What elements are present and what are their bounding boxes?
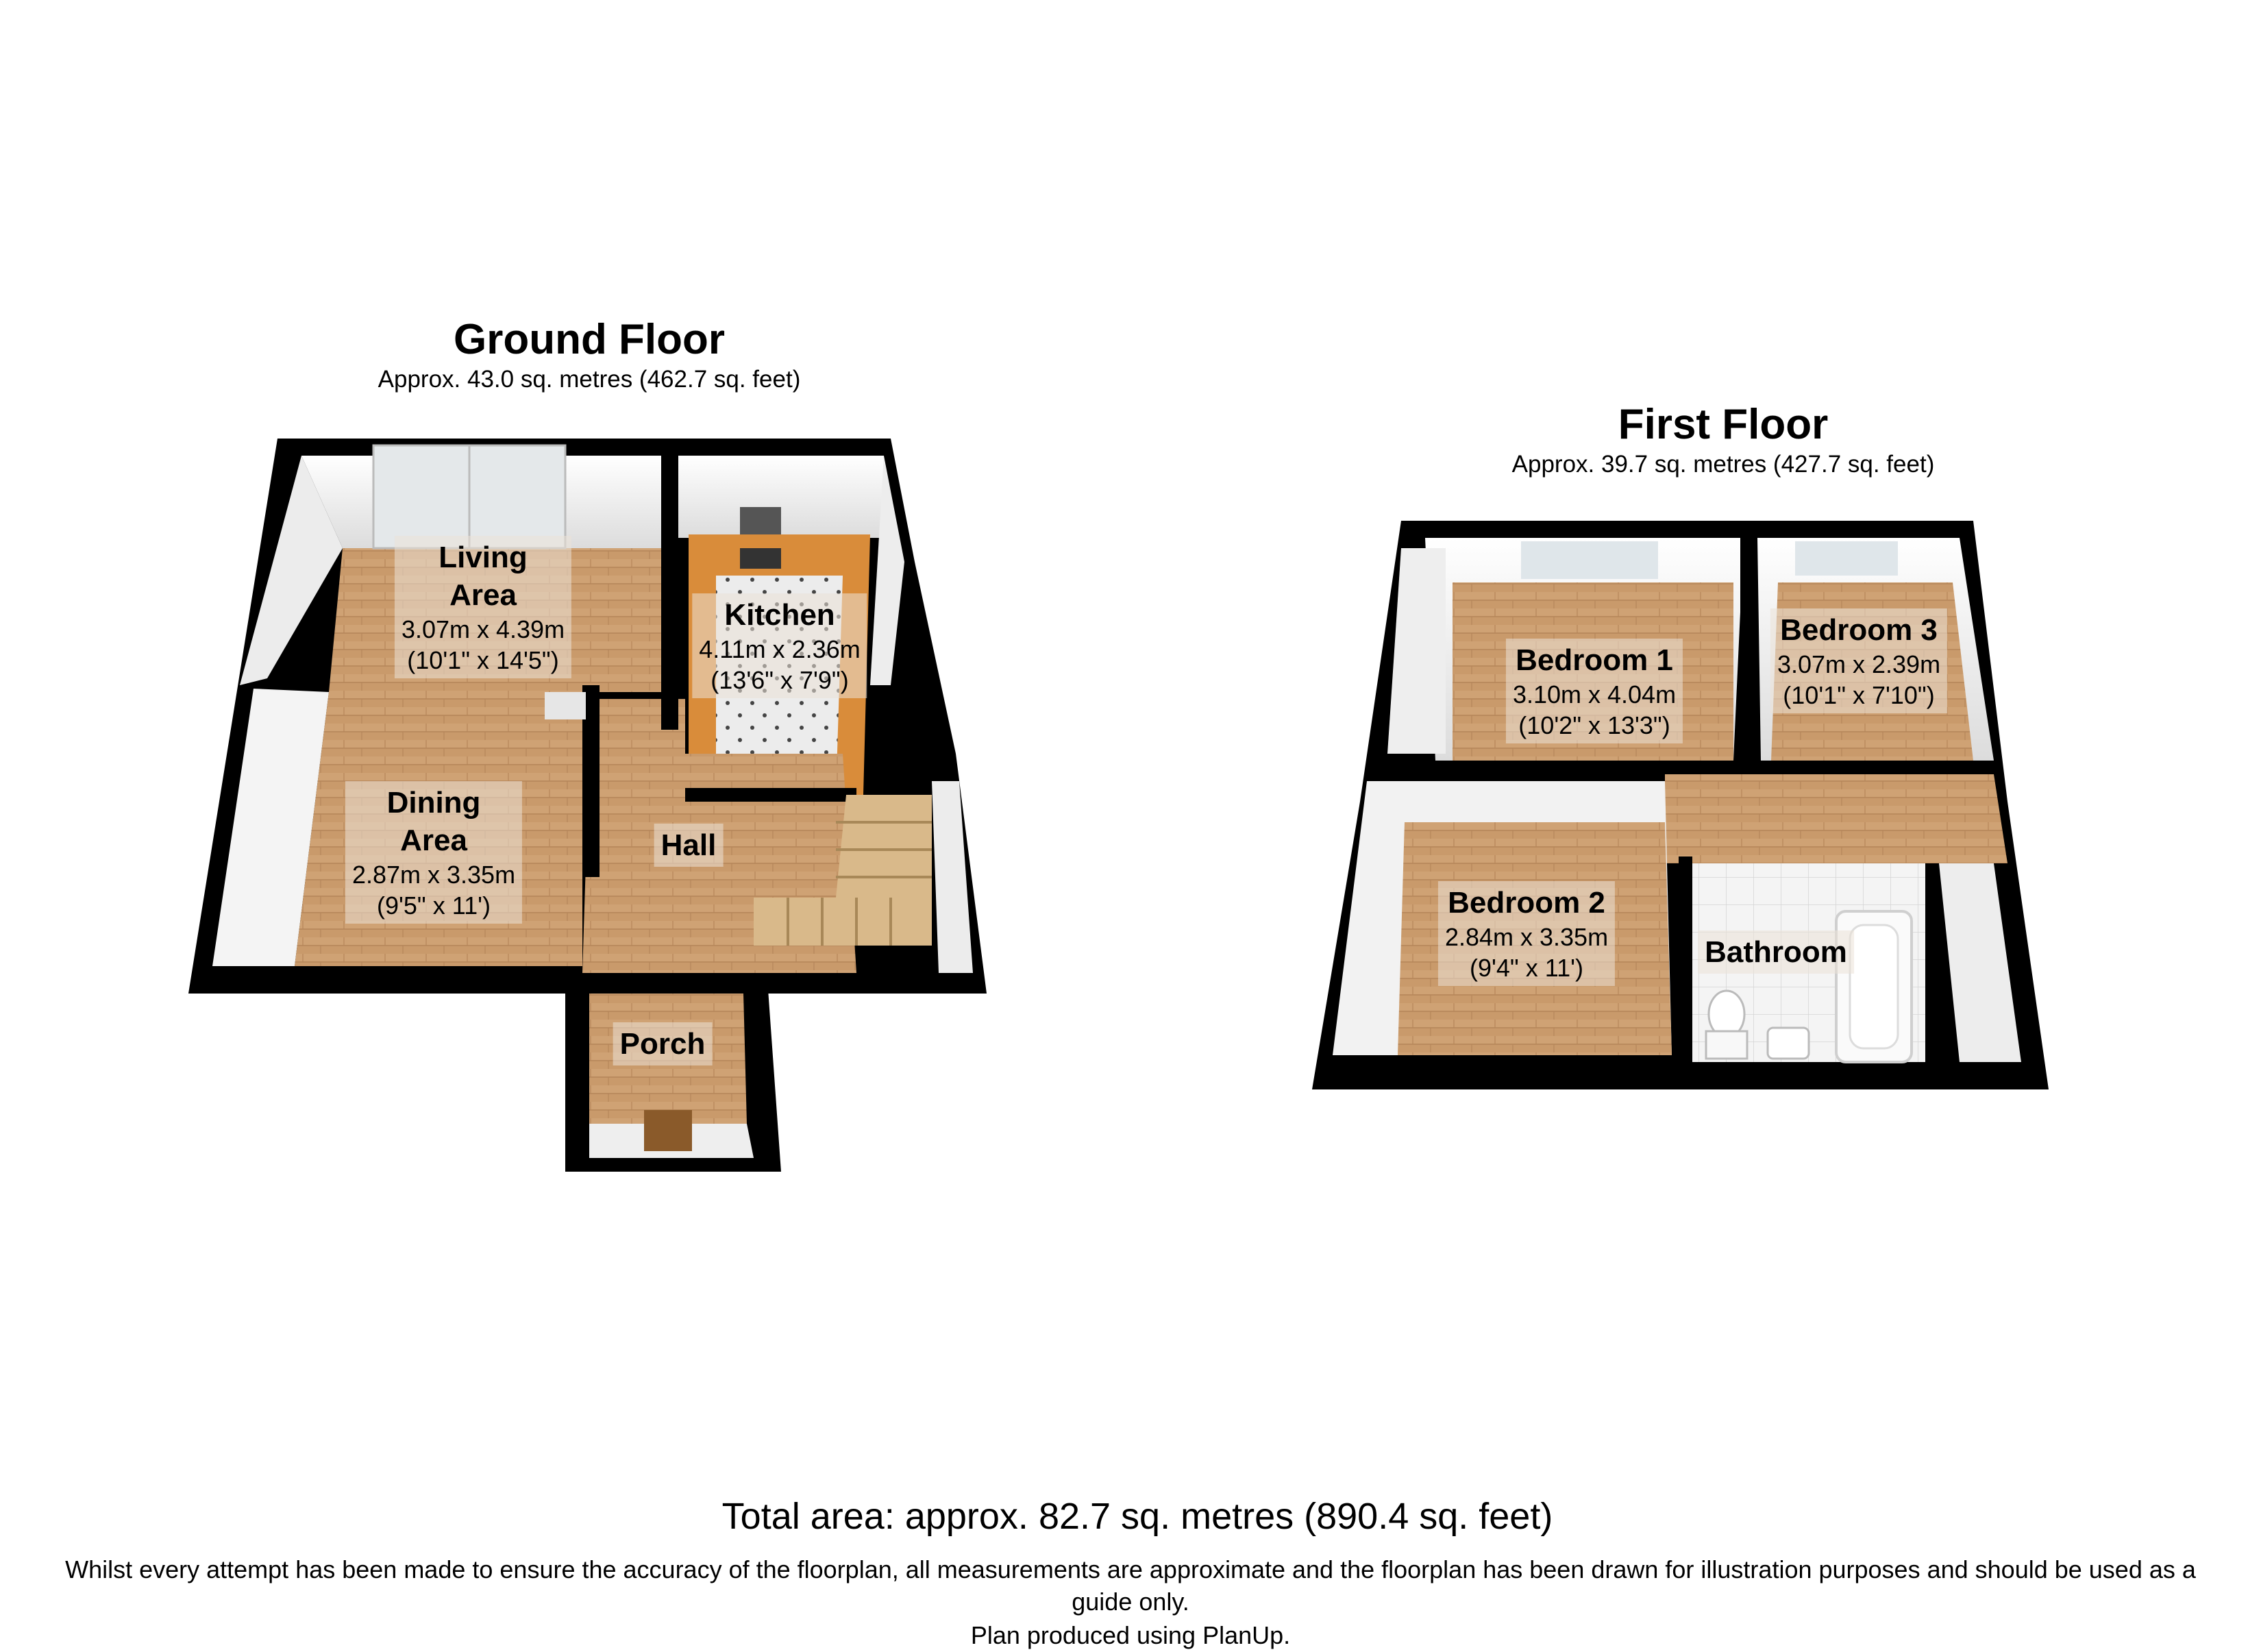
room-name-bedroom-3: Bedroom 3 [1780,613,1938,647]
room-label-living-area: Living Area 3.07m x 4.39m (10'1" x 14'5"… [394,536,572,678]
ground-floor-area: Approx. 43.0 sq. metres (462.7 sq. feet) [378,366,801,393]
room-label-bedroom-3: Bedroom 3 3.07m x 2.39m (10'1" x 7'10") [1770,608,1948,713]
room-dim-ft-kitchen: (13'6" x 7'9") [711,666,849,694]
total-area: Total area: approx. 82.7 sq. metres (890… [721,1496,1553,1537]
room-name-bathroom: Bathroom [1705,935,1847,969]
room-dim-ft-bedroom-2: (9'4" x 11') [1470,954,1583,982]
room-name-bedroom-2: Bedroom 2 [1448,886,1605,920]
room-label-dining-area: Dining Area 2.87m x 3.35m (9'5" x 11') [345,781,523,924]
room-dim-m-bedroom-1: 3.10m x 4.04m [1512,680,1677,708]
first-floor-area: Approx. 39.7 sq. metres (427.7 sq. feet) [1511,451,1935,478]
room-name-porch: Porch [619,1027,706,1061]
room-name-living-area: Living Area [438,541,528,612]
room-dim-m-living-area: 3.07m x 4.39m [401,615,565,643]
disclaimer: Whilst every attempt has been made to en… [65,1555,2196,1616]
plan-credit: Plan produced using PlanUp. [970,1621,1291,1649]
room-dim-m-bedroom-3: 3.07m x 2.39m [1777,650,1941,678]
room-label-kitchen: Kitchen 4.11m x 2.36m (13'6" x 7'9") [692,593,867,698]
room-name-hall: Hall [660,828,717,862]
room-label-bedroom-1: Bedroom 1 3.10m x 4.04m (10'2" x 13'3") [1505,639,1683,743]
room-dim-m-kitchen: 4.11m x 2.36m [699,635,861,663]
first-floor-plan [1312,521,2049,1089]
ground-floor-plan [188,439,987,1172]
room-label-porch: Porch [613,1022,713,1065]
room-label-bathroom: Bathroom [1698,930,1854,974]
room-label-hall: Hall [654,824,724,867]
room-dim-ft-bedroom-1: (10'2" x 13'3") [1518,711,1670,739]
room-dim-m-bedroom-2: 2.84m x 3.35m [1444,923,1609,951]
room-dim-m-dining-area: 2.87m x 3.35m [351,861,516,889]
first-floor-title: First Floor [1618,401,1829,448]
room-name-kitchen: Kitchen [724,598,835,632]
ground-floor-title: Ground Floor [453,316,726,363]
room-name-bedroom-1: Bedroom 1 [1516,643,1673,677]
room-label-bedroom-2: Bedroom 2 2.84m x 3.35m (9'4" x 11') [1437,881,1616,986]
room-dim-ft-bedroom-3: (10'1" x 7'10") [1783,681,1935,709]
room-dim-ft-living-area: (10'1" x 14'5") [407,646,559,674]
room-dim-ft-dining-area: (9'5" x 11') [377,891,491,920]
room-name-dining-area: Dining Area [386,786,481,857]
